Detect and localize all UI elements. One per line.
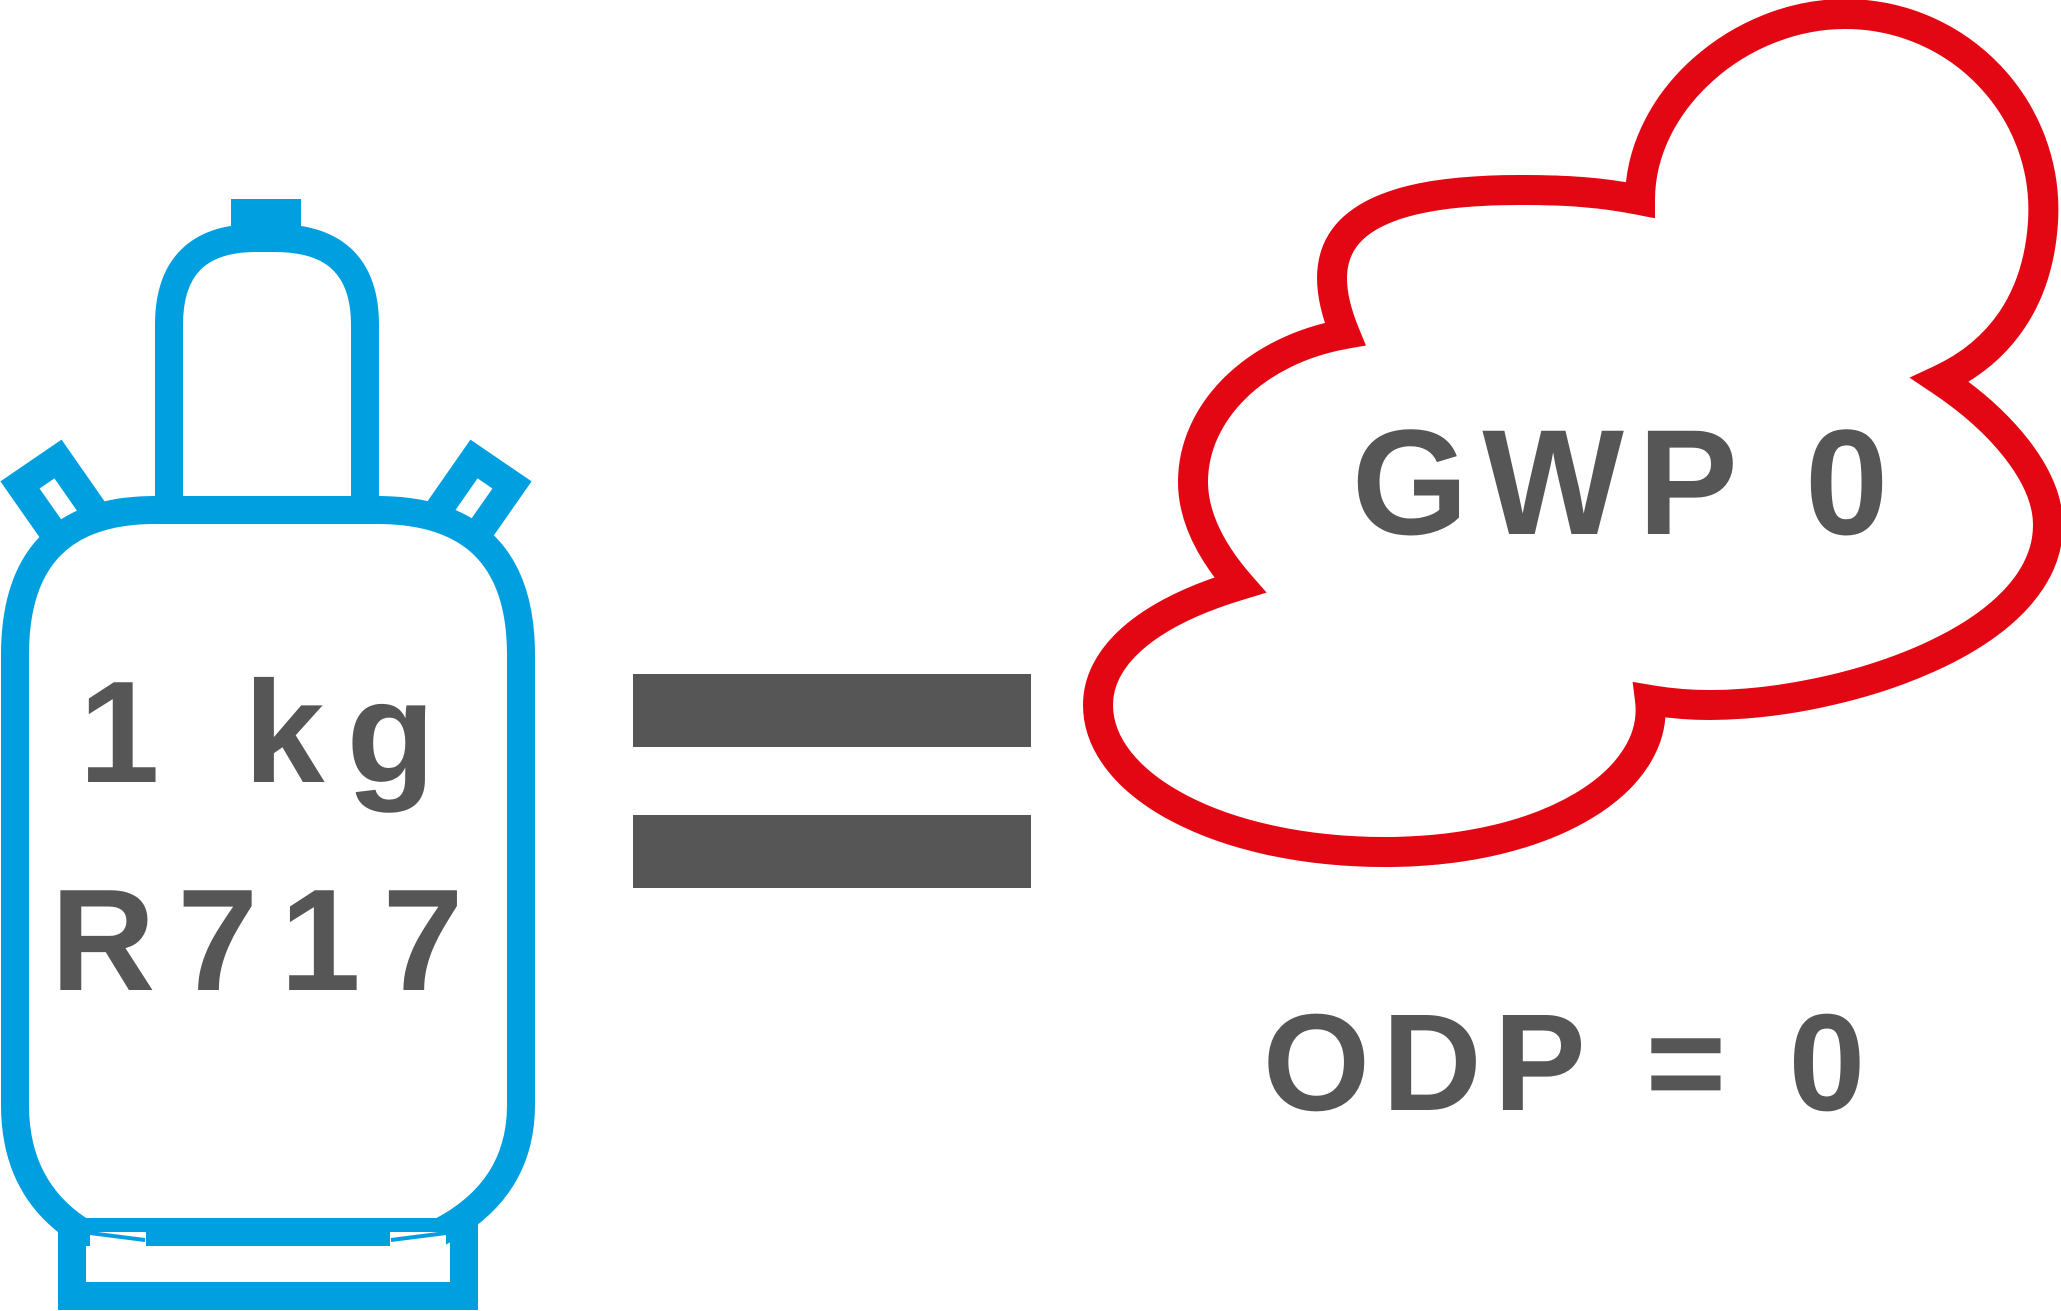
cylinder-amount-label: 1 kg	[79, 651, 457, 813]
equals-bar-bottom	[633, 815, 1031, 888]
odp-label: ODP = 0	[1263, 986, 1878, 1140]
equals-bar-top	[633, 674, 1031, 747]
cylinder-refrigerant-label: R717	[51, 859, 486, 1021]
cylinder-neck	[155, 224, 379, 510]
gwp-label: GWP 0	[1352, 398, 1903, 566]
cylinder-handle-left	[0, 439, 116, 554]
cylinder-foot	[58, 1220, 478, 1310]
cylinder-foot-lines	[81, 1230, 455, 1242]
cloud-icon	[1082, 0, 2061, 868]
equals-sign-icon	[633, 674, 1031, 888]
cylinder-handle-right	[416, 439, 532, 554]
